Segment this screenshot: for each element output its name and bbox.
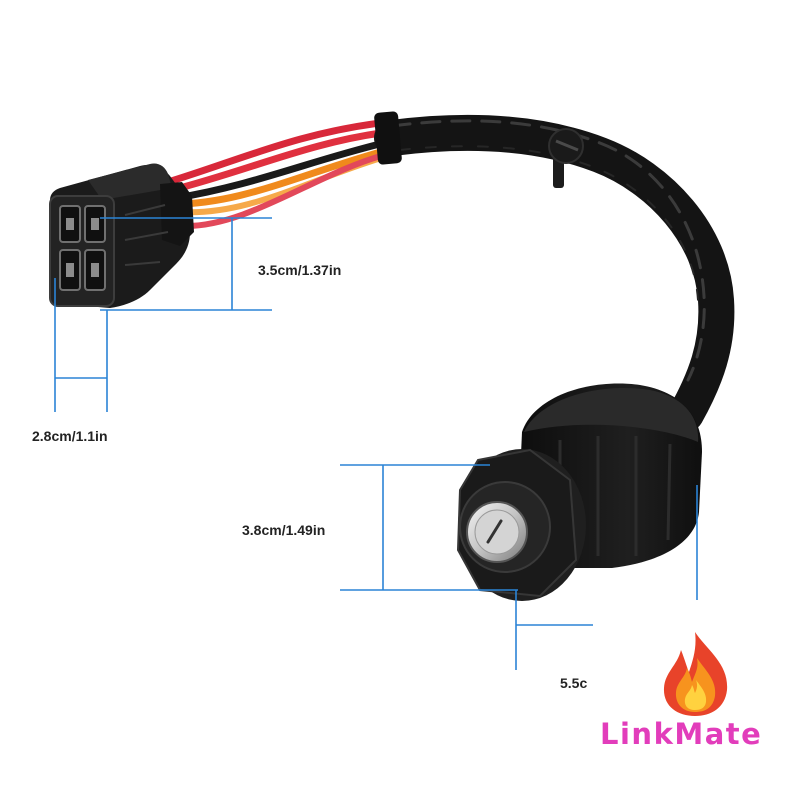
wire-pink [183,151,391,229]
wire-connector [49,163,194,308]
switch-height-label: 3.8cm/1.49in [242,522,326,538]
wire-red [164,118,392,186]
key-slot [486,519,503,544]
flame-inner [684,680,707,710]
wire-black [172,138,392,202]
wire-orange [164,146,392,208]
sleeve-body [374,114,735,432]
sleeve-wrinkle-highlight [390,119,706,382]
sleeve-collar [374,111,402,165]
brand-logo-text: LinkMate [600,717,763,751]
terminal-pin [66,218,74,230]
flame-icon [663,632,728,716]
connector-latch [88,163,172,200]
cable-clip [548,128,584,188]
connector-width-label: 2.8cm/1.1in [32,428,108,444]
dimension-lines [54,217,698,670]
terminal-pin [91,218,99,230]
terminal-pin [91,263,99,277]
switch-depth-label: 5.5c [560,675,588,691]
connector-rib [124,204,169,266]
connector-rear-boot [160,182,194,246]
key-cylinder-face [474,509,520,555]
wire-bundle [164,118,392,229]
switch-top-rim [524,387,699,442]
clip-highlight [555,139,579,152]
wire-red-second [168,128,392,194]
ignition-switch [456,383,702,601]
connector-height-label: 3.5cm/1.37in [258,262,342,278]
sleeve-wrinkle-shadow [399,145,699,301]
terminal-pin [66,263,74,277]
cable-sleeve [374,114,735,432]
